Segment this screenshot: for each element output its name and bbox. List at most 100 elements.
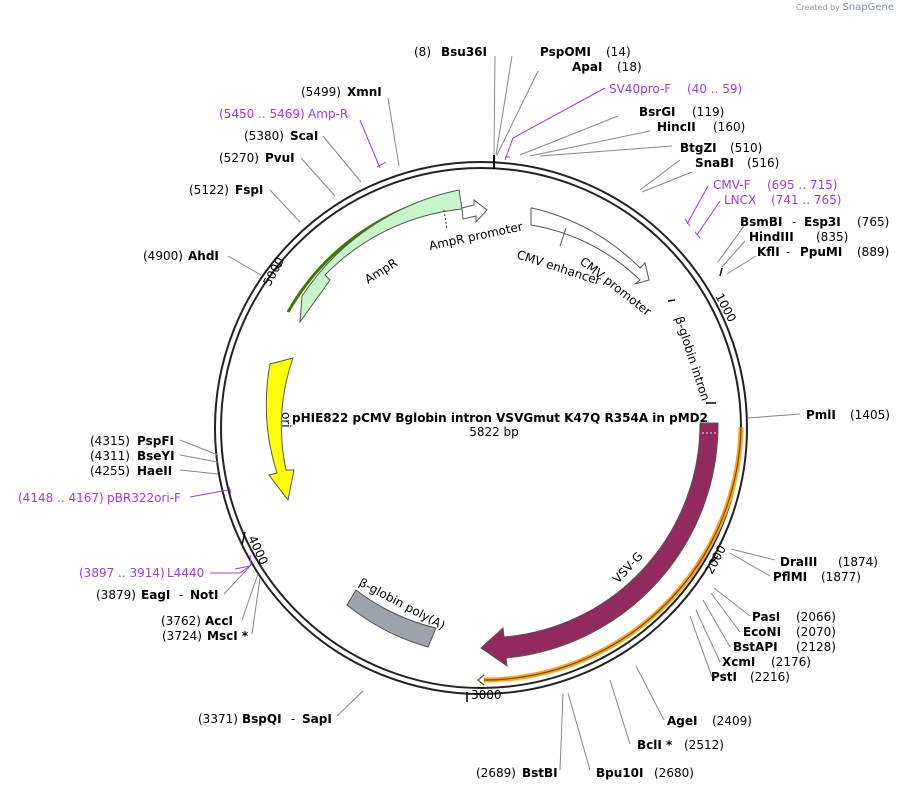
tick-2000	[711, 555, 719, 563]
site-bpu10i-name[interactable]: Bpu10I	[596, 766, 643, 780]
site-acci-pos: (3762)	[161, 614, 201, 628]
site-bsmbi-pos: (765)	[857, 215, 889, 229]
site-eagi-pos: (3879)	[96, 588, 136, 602]
site-ahdi-name[interactable]: AhdI	[188, 249, 219, 263]
site-eagi-name[interactable]: EagI	[141, 588, 170, 602]
bglobin-intron-label: β-globin intron	[672, 315, 712, 403]
site-snabi-pos: (516)	[747, 156, 779, 170]
site-draiii-pos: (1874)	[838, 555, 878, 569]
site-btgzi-pos: (510)	[730, 141, 762, 155]
primer-l4440-name[interactable]: L4440	[167, 566, 204, 580]
site-bpu10i-pos: (2680)	[654, 766, 694, 780]
site-kfli-dash: -	[786, 245, 790, 259]
ampr-join	[443, 209, 448, 230]
site-pspfi-name[interactable]: PspFI	[137, 434, 174, 448]
site-econi-name[interactable]: EcoNI	[743, 625, 781, 639]
site-bspqi-name[interactable]: BspQI	[242, 712, 282, 726]
site-bcli-name[interactable]: BclI *	[637, 738, 673, 752]
site-bsrgi-name[interactable]: BsrGI	[639, 105, 676, 119]
site-econi-pos: (2070)	[796, 625, 836, 639]
site-eagi-dash: -	[179, 588, 183, 602]
primer-pbr322ori-f-name[interactable]: pBR322ori-F	[107, 491, 181, 505]
plasmid-size: 5822 bp	[469, 425, 519, 439]
site-pvui-name[interactable]: PvuI	[265, 151, 295, 165]
snapgene-logo: SnapGene	[842, 2, 894, 13]
primer-sv40pro-f-name[interactable]: SV40pro-F	[609, 82, 671, 96]
site-noti-name[interactable]: NotI	[190, 588, 219, 602]
primer-cmv-f-name[interactable]: CMV-F	[713, 178, 751, 192]
site-hincii-name[interactable]: HincII	[657, 120, 696, 134]
cmv-promoter-label: CMV promoter	[577, 254, 654, 318]
site-bstapi-name[interactable]: BstAPI	[733, 640, 778, 654]
ampr-promoter-arrow[interactable]	[461, 198, 488, 224]
ampr-arrow[interactable]	[299, 189, 463, 324]
site-apai-name[interactable]: ApaI	[572, 60, 602, 74]
site-psti-name[interactable]: PstI	[711, 670, 737, 684]
site-pspomi-pos: (14)	[606, 45, 631, 59]
site-xcmi-name[interactable]: XcmI	[722, 655, 755, 669]
site-apai-pos: (18)	[617, 60, 642, 74]
primer-pbr322ori-f-pos: (4148 .. 4167)	[18, 491, 104, 505]
site-agei-name[interactable]: AgeI	[667, 714, 697, 728]
ruler-5000: 5000	[260, 255, 287, 289]
site-pflmi-name[interactable]: PflMI	[773, 570, 807, 584]
site-bcli-pos: (2512)	[684, 738, 724, 752]
site-pflmi-pos: (1877)	[821, 570, 861, 584]
site-haeii-pos: (4255)	[90, 464, 130, 478]
primer-sv40pro-f-pos: (40 .. 59)	[687, 82, 742, 96]
site-bsu36i-name[interactable]: Bsu36I	[441, 45, 487, 59]
site-esp3i-name[interactable]: Esp3I	[804, 215, 841, 229]
site-kfli-name[interactable]: KflI	[757, 245, 780, 259]
tick-5000	[273, 264, 283, 271]
site-kfli-pos: (889)	[857, 245, 889, 259]
primer-amp-r-pos: (5450 .. 5469)	[219, 107, 305, 121]
plasmid-title: pHIE822 pCMV Bglobin intron VSVGmut K47Q…	[292, 411, 708, 425]
snapgene-credit: Created by SnapGene	[796, 2, 894, 13]
site-scai-name[interactable]: ScaI	[290, 129, 318, 143]
site-haeii-name[interactable]: HaeII	[137, 464, 172, 478]
ampr-label: AmpR	[362, 256, 400, 287]
primer-amp-r-name[interactable]: Amp-R	[308, 107, 348, 121]
cmv-divider	[559, 227, 567, 247]
primer-cmv-f-pos: (695 .. 715)	[767, 178, 837, 192]
site-bsmbi-name[interactable]: BsmBI	[740, 215, 782, 229]
site-pasi-pos: (2066)	[796, 610, 836, 624]
vsvg-arrow[interactable]	[480, 422, 719, 668]
ruler-4000: 4000	[245, 533, 271, 567]
site-hindiii-name[interactable]: HindIII	[749, 230, 794, 244]
backbone-outer	[214, 161, 748, 695]
site-pspomi-name[interactable]: PspOMI	[540, 45, 591, 59]
site-pasi-name[interactable]: PasI	[752, 610, 780, 624]
site-ppumi-name[interactable]: PpuMI	[800, 245, 842, 259]
site-btgzi-name[interactable]: BtgZI	[680, 141, 717, 155]
credit-prefix: Created by	[795, 3, 840, 12]
site-bspqi-dash: -	[291, 712, 295, 726]
site-draiii-name[interactable]: DraIII	[780, 555, 817, 569]
site-sapi-name[interactable]: SapI	[302, 712, 332, 726]
bglobin-polya-bar[interactable]	[346, 589, 437, 648]
site-snabi-name[interactable]: SnaBI	[695, 156, 734, 170]
bglobin-intron-start	[667, 299, 676, 302]
site-bstbi-pos: (2689)	[476, 766, 516, 780]
site-bseyi-pos: (4311)	[90, 449, 130, 463]
site-fspi-name[interactable]: FspI	[235, 183, 263, 197]
site-acci-name[interactable]: AccI	[205, 614, 233, 628]
site-bsrgi-pos: (119)	[692, 105, 724, 119]
site-bstbi-name[interactable]: BstBI	[522, 766, 558, 780]
site-bstapi-pos: (2128)	[796, 640, 836, 654]
site-pvui-pos: (5270)	[219, 151, 259, 165]
ampr-promoter-label: AmpR promoter	[428, 219, 524, 253]
site-pmli-pos: (1405)	[850, 408, 890, 422]
primer-lncx-pos: (741 .. 765)	[771, 193, 841, 207]
orange-orf-head	[477, 674, 485, 686]
site-xcmi-pos: (2176)	[771, 655, 811, 669]
site-pmli-name[interactable]: PmlI	[806, 408, 836, 422]
site-bseyi-name[interactable]: BseYI	[137, 449, 175, 463]
site-ahdi-pos: (4900)	[143, 249, 183, 263]
ori-arrow[interactable]	[265, 357, 295, 502]
cmv-arrow[interactable]	[530, 207, 650, 285]
site-xmni-name[interactable]: XmnI	[347, 85, 382, 99]
primer-lncx-name[interactable]: LNCX	[724, 193, 756, 207]
site-msci-name[interactable]: MscI *	[207, 629, 249, 643]
